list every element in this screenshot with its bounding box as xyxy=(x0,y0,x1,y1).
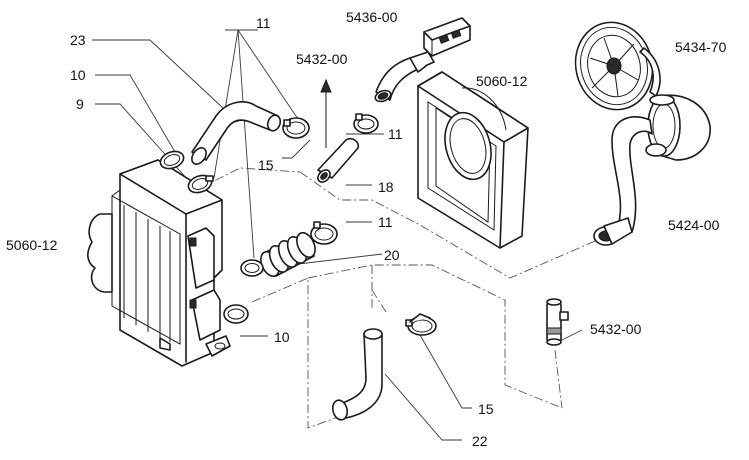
label-11-low: 11 xyxy=(378,214,393,230)
label-5060-12-left: 5060-12 xyxy=(6,237,58,253)
air-pipe-5436 xyxy=(374,17,471,103)
hose-clamp-11-bellows xyxy=(240,259,264,277)
label-5432-00-right: 5432-00 xyxy=(590,321,642,337)
label-10-top: 10 xyxy=(70,67,86,83)
hose-clamp-10-top xyxy=(159,150,185,170)
label-5434-70: 5434-70 xyxy=(675,39,727,55)
label-15-bottom: 15 xyxy=(478,401,494,417)
hose-clamp-10-bottom xyxy=(223,304,249,324)
label-5432-00-top: 5432-00 xyxy=(296,51,348,67)
sensor-5432 xyxy=(546,298,569,346)
hose-clamp-11-mid xyxy=(353,113,379,134)
hose-clamp-11-low xyxy=(310,221,338,245)
label-5424-00: 5424-00 xyxy=(668,217,720,233)
label-11-top: 11 xyxy=(256,15,271,31)
label-18: 18 xyxy=(378,179,394,195)
label-22: 22 xyxy=(472,433,488,449)
label-5436-00: 5436-00 xyxy=(346,9,398,25)
hose-clamp-11-top xyxy=(282,117,310,139)
label-5060-12-center: 5060-12 xyxy=(476,73,528,89)
label-9: 9 xyxy=(76,96,84,112)
label-15-mid: 15 xyxy=(258,157,274,173)
part-labels: 23 11 10 9 5060-12 5436-00 5432-00 5060-… xyxy=(6,9,727,449)
label-10-bottom: 10 xyxy=(274,329,290,345)
air-filter-housing xyxy=(417,71,529,249)
label-11-mid: 11 xyxy=(388,126,403,142)
label-23: 23 xyxy=(70,32,86,48)
turbo-elbow-5424 xyxy=(593,94,711,246)
hose-clamp-15-bottom xyxy=(405,313,437,336)
hose-23 xyxy=(191,101,282,165)
hose-18 xyxy=(317,137,360,183)
hose-clamp-9 xyxy=(187,174,214,194)
bellows-hose-20 xyxy=(260,231,316,278)
intercooler-radiator xyxy=(87,159,231,367)
leader-lines xyxy=(92,29,583,441)
pulley-5434 xyxy=(574,21,661,111)
label-20: 20 xyxy=(384,247,400,263)
elbow-hose-22 xyxy=(331,328,383,421)
